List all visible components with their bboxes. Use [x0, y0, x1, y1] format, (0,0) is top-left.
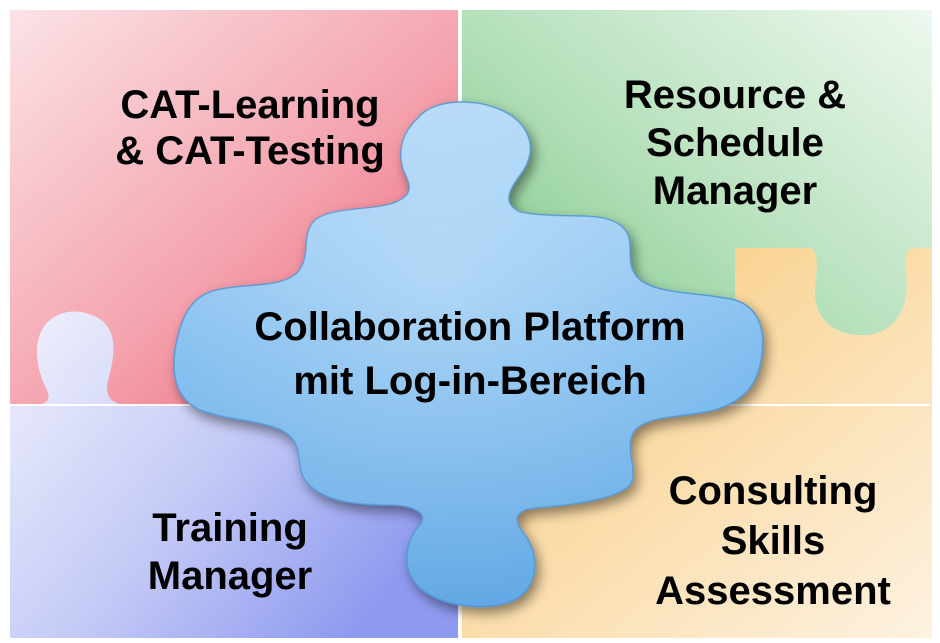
quadrant-bottom-right — [462, 248, 932, 638]
module-cat-learning-label: CAT-Learning & CAT-Testing — [115, 83, 385, 173]
module-resource-schedule-label: Resource & Schedule Manager — [623, 73, 847, 213]
puzzle-piece-icon — [173, 101, 764, 608]
quadrant-bottom-left — [10, 311, 458, 638]
module-training-manager-label: Training Manager — [147, 506, 313, 598]
center-collaboration-platform-label: Collaboration Platform mit Log-in-Bereic… — [254, 305, 686, 403]
module-consulting-skills-label: Consulting Skills Assessment — [655, 469, 891, 613]
